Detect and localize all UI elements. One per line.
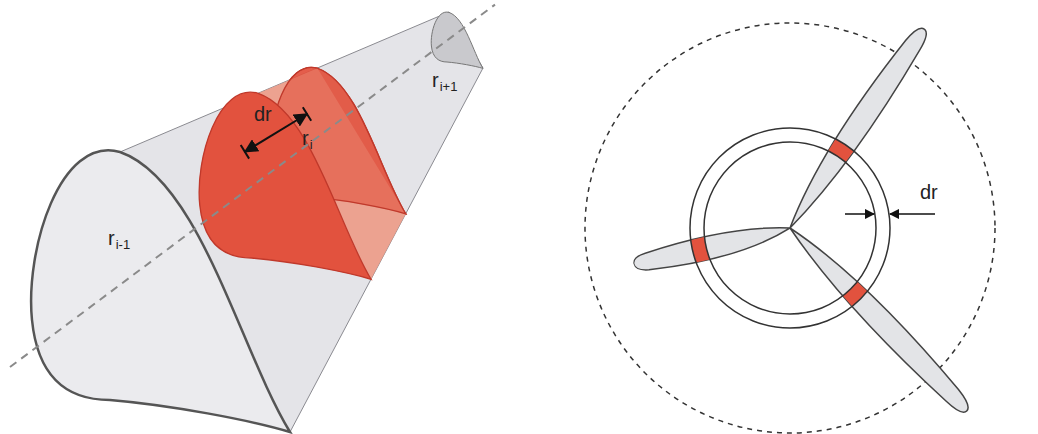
element-section [199, 92, 371, 279]
annulus-element [690, 128, 890, 328]
radius-subscript: i-1 [116, 238, 130, 251]
annulus-inner [704, 142, 876, 314]
dimension-label: dr [254, 104, 272, 124]
radius-symbol: r [108, 228, 115, 248]
radius-symbol: r [302, 128, 309, 148]
blade [780, 22, 933, 234]
span-axis [10, 5, 495, 367]
blade [632, 218, 793, 276]
dimension-arrow [890, 213, 935, 215]
dimension-arrow [845, 213, 874, 215]
radius-subscript: i+1 [440, 80, 458, 93]
rotor-disc [585, 23, 995, 433]
radius-subscript: i [310, 138, 313, 151]
blade [782, 219, 975, 418]
rotor [585, 22, 995, 433]
radius-symbol: r [432, 70, 439, 90]
dimension-label: dr [920, 182, 938, 202]
root-airfoil [31, 150, 290, 432]
annulus-outer [690, 128, 890, 328]
